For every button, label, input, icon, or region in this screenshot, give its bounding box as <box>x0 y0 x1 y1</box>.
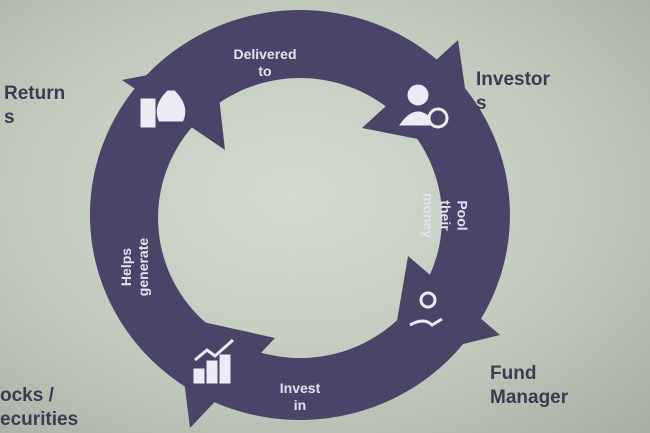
arrow-label-line: generate <box>135 237 151 297</box>
money-bag-coins-icon <box>140 90 186 128</box>
arrow-label-line: their <box>437 200 454 231</box>
node-label-line: Manager <box>490 387 569 408</box>
node-label-line: Investor <box>476 69 550 90</box>
growth-chart-icon <box>193 338 234 384</box>
arrow-pool-their-money-label: Pool their money <box>420 181 471 251</box>
investor-rupee-icon <box>399 84 449 129</box>
node-securities-label: ocks / ecurities <box>0 384 78 432</box>
arrow-label-line: Pool <box>454 200 471 231</box>
arrow-label-line: Delivered <box>233 46 297 62</box>
node-label-line: Fund <box>490 363 537 384</box>
arrowhead-fund-manager <box>390 256 500 362</box>
node-fund-manager-label: Fund Manager <box>490 362 568 410</box>
arrow-label-line: Helps <box>118 247 134 287</box>
arrow-label-line: to <box>258 63 272 79</box>
node-label-line: s <box>4 107 15 128</box>
gear-hand-icon <box>409 291 443 327</box>
node-label-line: ecurities <box>0 409 79 430</box>
arrow-helps-generate-label: Helps generate <box>118 227 152 307</box>
node-label-line: s <box>476 93 487 114</box>
arrow-delivered-to-label: Delivered to <box>230 46 300 80</box>
node-investors-label: Investor s <box>476 68 550 116</box>
arrow-label-line: money <box>420 192 437 239</box>
arrow-label-line: Invest <box>279 380 321 396</box>
node-label-line: Return <box>4 83 66 104</box>
arrow-label-line: in <box>293 397 307 413</box>
node-returns-label: Return s <box>4 82 65 130</box>
node-label-line: ocks / <box>0 385 54 406</box>
arrow-invest-in-label: Invest in <box>270 380 330 414</box>
